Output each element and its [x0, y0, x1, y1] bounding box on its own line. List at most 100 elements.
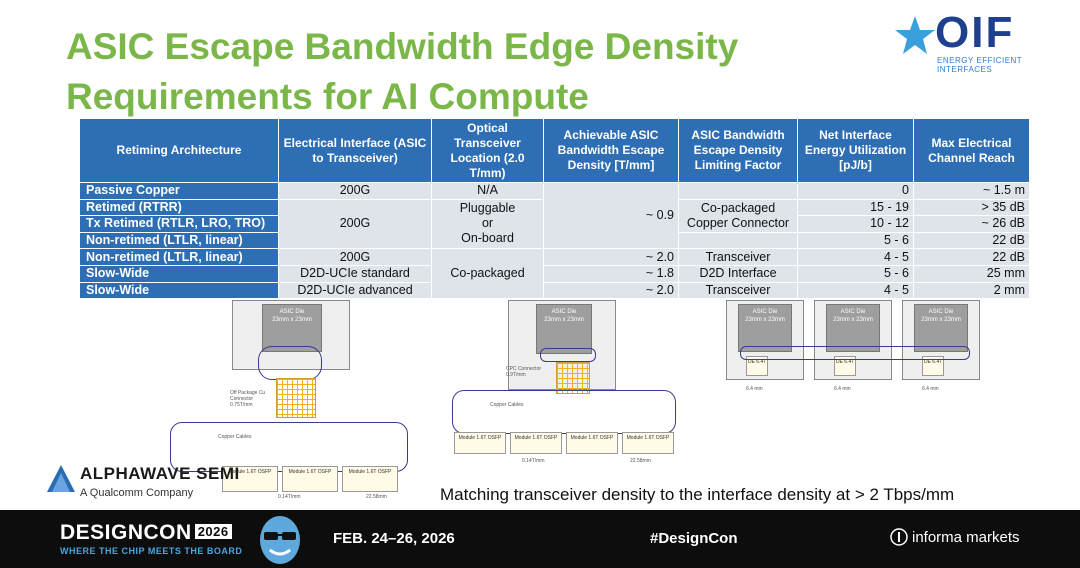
header-reach: Max Electrical Channel Reach	[913, 118, 1030, 183]
header-architecture: Retiming Architecture	[79, 118, 279, 183]
module: Module 1.6T OSFP	[454, 432, 506, 454]
energy-cell: 10 - 12	[797, 215, 914, 233]
optical-cell: Pluggable or On-board	[431, 198, 544, 250]
oe-pitch-label: 6.4 mm	[746, 386, 763, 392]
diagram-copackaged-copper: ASIC Die 23mm x 23mm CPC Connector 0.9T/…	[450, 298, 680, 468]
oif-logo: OIF ENERGY EFFICIENT INTERFACES	[893, 8, 1053, 78]
asic-die: ASIC Die 23mm x 23mm	[826, 304, 880, 352]
cable-outline	[452, 390, 676, 434]
table-row: Non-retimed (LTLR, linear) 5 - 6 22 dB	[79, 231, 1030, 250]
density-cell: ~ 2.0	[543, 281, 679, 300]
optical-cell: N/A	[431, 182, 544, 200]
optical-cell: Co-packaged	[431, 248, 544, 300]
requirements-table: Retiming Architecture Electrical Interfa…	[79, 118, 1030, 300]
table-row: Passive Copper 200G N/A ~ 0.9 0 ~ 1.5 m	[79, 181, 1030, 250]
module: Module 1.6T OSFP	[222, 466, 278, 492]
asic-die: ASIC Die 23mm x 23mm	[914, 304, 968, 352]
header-energy: Net Interface Energy Utilization [pJ/b]	[797, 118, 914, 183]
sponsor-name: informa markets	[912, 529, 1020, 546]
energy-cell: 15 - 19	[797, 198, 914, 217]
header-density: Achievable ASIC Bandwidth Escape Density…	[543, 118, 679, 183]
asic-die: ASIC Die 23mm x 23mm	[262, 304, 322, 352]
pitch-label: 22.58mm	[366, 494, 387, 500]
informa-icon	[890, 528, 908, 546]
mascot-icon	[260, 516, 300, 564]
event-hashtag: #DesignCon	[650, 530, 738, 547]
energy-cell: 4 - 5	[797, 281, 914, 300]
header-limiting: ASIC Bandwidth Escape Density Limiting F…	[678, 118, 798, 183]
alphawave-mark-icon	[47, 465, 75, 492]
diagram-off-package-copper: ASIC Die 23mm x 23mm Off Package Cu Conn…	[170, 298, 420, 503]
off-package-label: Off Package Cu Connector 0.75T/mm	[230, 390, 266, 408]
elec-cell: 200G	[278, 248, 432, 266]
elec-cell: 200G	[278, 198, 432, 250]
density-cell: ~ 1.8	[543, 264, 679, 283]
header-electrical: Electrical Interface (ASIC to Transceive…	[278, 118, 432, 183]
reach-cell: 22 dB	[913, 248, 1030, 266]
table-row: Retimed (RTRR) 200G Pluggable or On-boar…	[79, 198, 1030, 250]
title-line-2: Requirements for AI Compute	[66, 76, 589, 117]
energy-cell: 4 - 5	[797, 248, 914, 266]
connector-grid	[556, 362, 590, 394]
limiting-cell: Transceiver	[678, 281, 798, 300]
limiting-cell	[678, 231, 798, 250]
table-row: Non-retimed (LTLR, linear) 200G Co-packa…	[79, 248, 1030, 300]
designcon-tagline: WHERE THE CHIP MEETS THE BOARD	[60, 546, 243, 556]
density-cell: ~ 0.9	[543, 181, 679, 250]
reach-cell: 2 mm	[913, 281, 1030, 300]
asic-die: ASIC Die 23mm x 23mm	[536, 304, 592, 354]
header-optical: Optical Transceiver Location (2.0 T/mm)	[431, 118, 544, 183]
limiting-cell: D2D Interface	[678, 264, 798, 283]
density-cell: ~ 2.0	[543, 248, 679, 266]
module: Module 1.6T OSFP	[622, 432, 674, 454]
interface-outline	[740, 346, 970, 360]
alphawave-name: ALPHAWAVE SEMI	[80, 464, 240, 483]
reach-cell: ~ 1.5 m	[913, 182, 1030, 200]
diagram-copackaged-optics: ASIC Die 23mm x 23mm OE 6.4T 6.4 mm ASIC…	[726, 298, 986, 398]
limiting-cell: Transceiver	[678, 248, 798, 266]
arch-cell: Retimed (RTRR)	[79, 198, 279, 217]
reach-cell: > 35 dB	[913, 198, 1030, 217]
arch-cell: Slow-Wide	[79, 281, 279, 300]
limiting-cell	[678, 182, 798, 200]
event-dates: FEB. 24–26, 2026	[333, 530, 455, 547]
reach-cell: 25 mm	[913, 264, 1030, 283]
arch-cell: Non-retimed (LTLR, linear)	[79, 248, 279, 266]
energy-cell: 5 - 6	[797, 264, 914, 283]
asic-die: ASIC Die 23mm x 23mm	[738, 304, 792, 352]
slide-title: ASIC Escape Bandwidth Edge Density Requi…	[66, 22, 866, 122]
designcon-wordmark: DESIGNCON	[60, 521, 192, 544]
optical-engine: OE 6.4T	[922, 356, 944, 376]
arch-cell: Tx Retimed (RTLR, LRO, TRO)	[79, 215, 279, 233]
table-row: Slow-Wide D2D-UCIe advanced ~ 2.0 Transc…	[79, 281, 1030, 300]
connector-outline	[540, 348, 596, 362]
designcon-year: 2026	[194, 524, 232, 539]
reach-cell: ~ 26 dB	[913, 215, 1030, 233]
module: Module 1.6T OSFP	[566, 432, 618, 454]
slide-caption: Matching transceiver density to the inte…	[440, 485, 955, 504]
oe-pitch-label: 6.4 mm	[834, 386, 851, 392]
connector-outline	[258, 346, 322, 380]
energy-cell: 0	[797, 182, 914, 200]
arch-cell: Non-retimed (LTLR, linear)	[79, 231, 279, 250]
pitch-label: 22.58mm	[630, 458, 651, 464]
copper-cables-label: Copper Cables	[490, 402, 524, 408]
connector-grid	[276, 378, 316, 418]
alphawave-subtitle: A Qualcomm Company	[80, 487, 194, 499]
module: Module 1.6T OSFP	[510, 432, 562, 454]
optical-engine: OE 6.4T	[746, 356, 768, 376]
module: Module 1.6T OSFP	[342, 466, 398, 492]
copper-cables-label: Copper Cables	[218, 434, 252, 440]
energy-cell: 5 - 6	[797, 231, 914, 250]
elec-cell: D2D-UCIe standard	[278, 264, 432, 283]
cpc-label: CPC Connector 0.9T/mm	[506, 366, 542, 378]
title-line-1: ASIC Escape Bandwidth Edge Density	[66, 26, 739, 67]
reach-cell: 22 dB	[913, 231, 1030, 250]
star-icon	[895, 16, 935, 54]
alphawave-logo: ALPHAWAVE SEMI A Qualcomm Company	[46, 460, 266, 504]
elec-cell: D2D-UCIe advanced	[278, 281, 432, 300]
oe-pitch-label: 6.4 mm	[922, 386, 939, 392]
optical-engine: OE 6.4T	[834, 356, 856, 376]
pitch-label: 0.14T/mm	[278, 494, 301, 500]
